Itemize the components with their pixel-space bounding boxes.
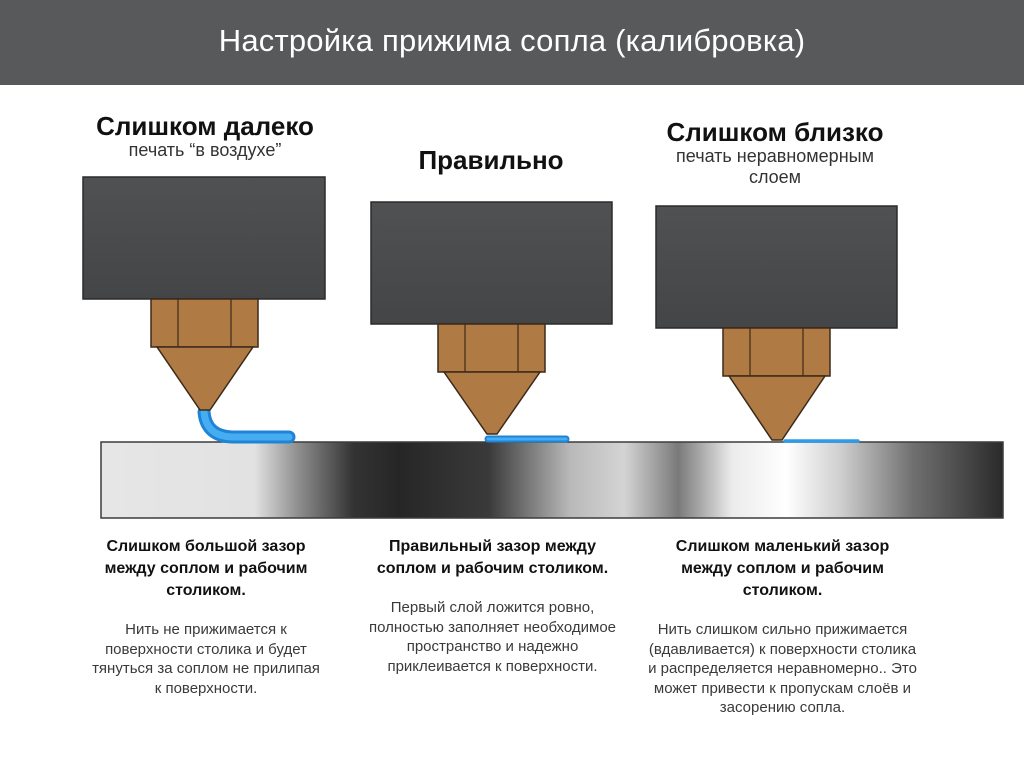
- caption-correct: Правильный зазор между соплом и рабочим …: [355, 536, 630, 676]
- heading-title: Правильно: [418, 145, 564, 175]
- header-bar: Настройка прижима сопла (калибровка): [0, 0, 1024, 85]
- hotend-correct: [370, 201, 613, 443]
- caption-too-close: Слишком маленький зазор между соплом и р…: [640, 536, 925, 718]
- caption-text: Первый слой ложится ровно, полностью зап…: [368, 599, 617, 675]
- caption-too-far: Слишком большой зазор между соплом и раб…: [86, 536, 326, 698]
- caption-text: Нить не прижимается к поверхности столик…: [92, 621, 320, 697]
- heading-title: Слишком далеко: [96, 111, 314, 141]
- heater-block: [82, 176, 326, 300]
- nozzle-hex: [150, 298, 259, 348]
- heading-title: Слишком близко: [666, 117, 884, 147]
- heading-subtitle: печать неравномерным слоем: [676, 146, 874, 187]
- caption-title: Слишком маленький зазор между соплом и р…: [675, 538, 890, 599]
- print-bed: [100, 441, 1004, 519]
- heading-too-close: Слишком близко печать неравномерным слое…: [630, 118, 920, 188]
- heading-subtitle: печать “в воздухе”: [128, 140, 282, 160]
- heading-correct: Правильно: [370, 146, 612, 174]
- nozzle-tip: [442, 371, 542, 435]
- heading-too-far: Слишком далеко печать “в воздухе”: [60, 112, 350, 161]
- heater-block: [370, 201, 613, 325]
- caption-text: Нить слишком сильно прижимается (вдавлив…: [648, 621, 917, 716]
- caption-title: Слишком большой зазор между соплом и раб…: [104, 538, 308, 599]
- heater-block: [655, 205, 898, 329]
- hotend-too-far: [82, 176, 326, 444]
- nozzle-hex: [437, 323, 546, 373]
- nozzle-tip: [727, 375, 827, 441]
- hotend-too-close: [655, 205, 898, 443]
- nozzle-hex: [722, 327, 831, 377]
- caption-title: Правильный зазор между соплом и рабочим …: [376, 538, 609, 577]
- page-title: Настройка прижима сопла (калибровка): [218, 22, 806, 58]
- nozzle-tip: [155, 346, 255, 411]
